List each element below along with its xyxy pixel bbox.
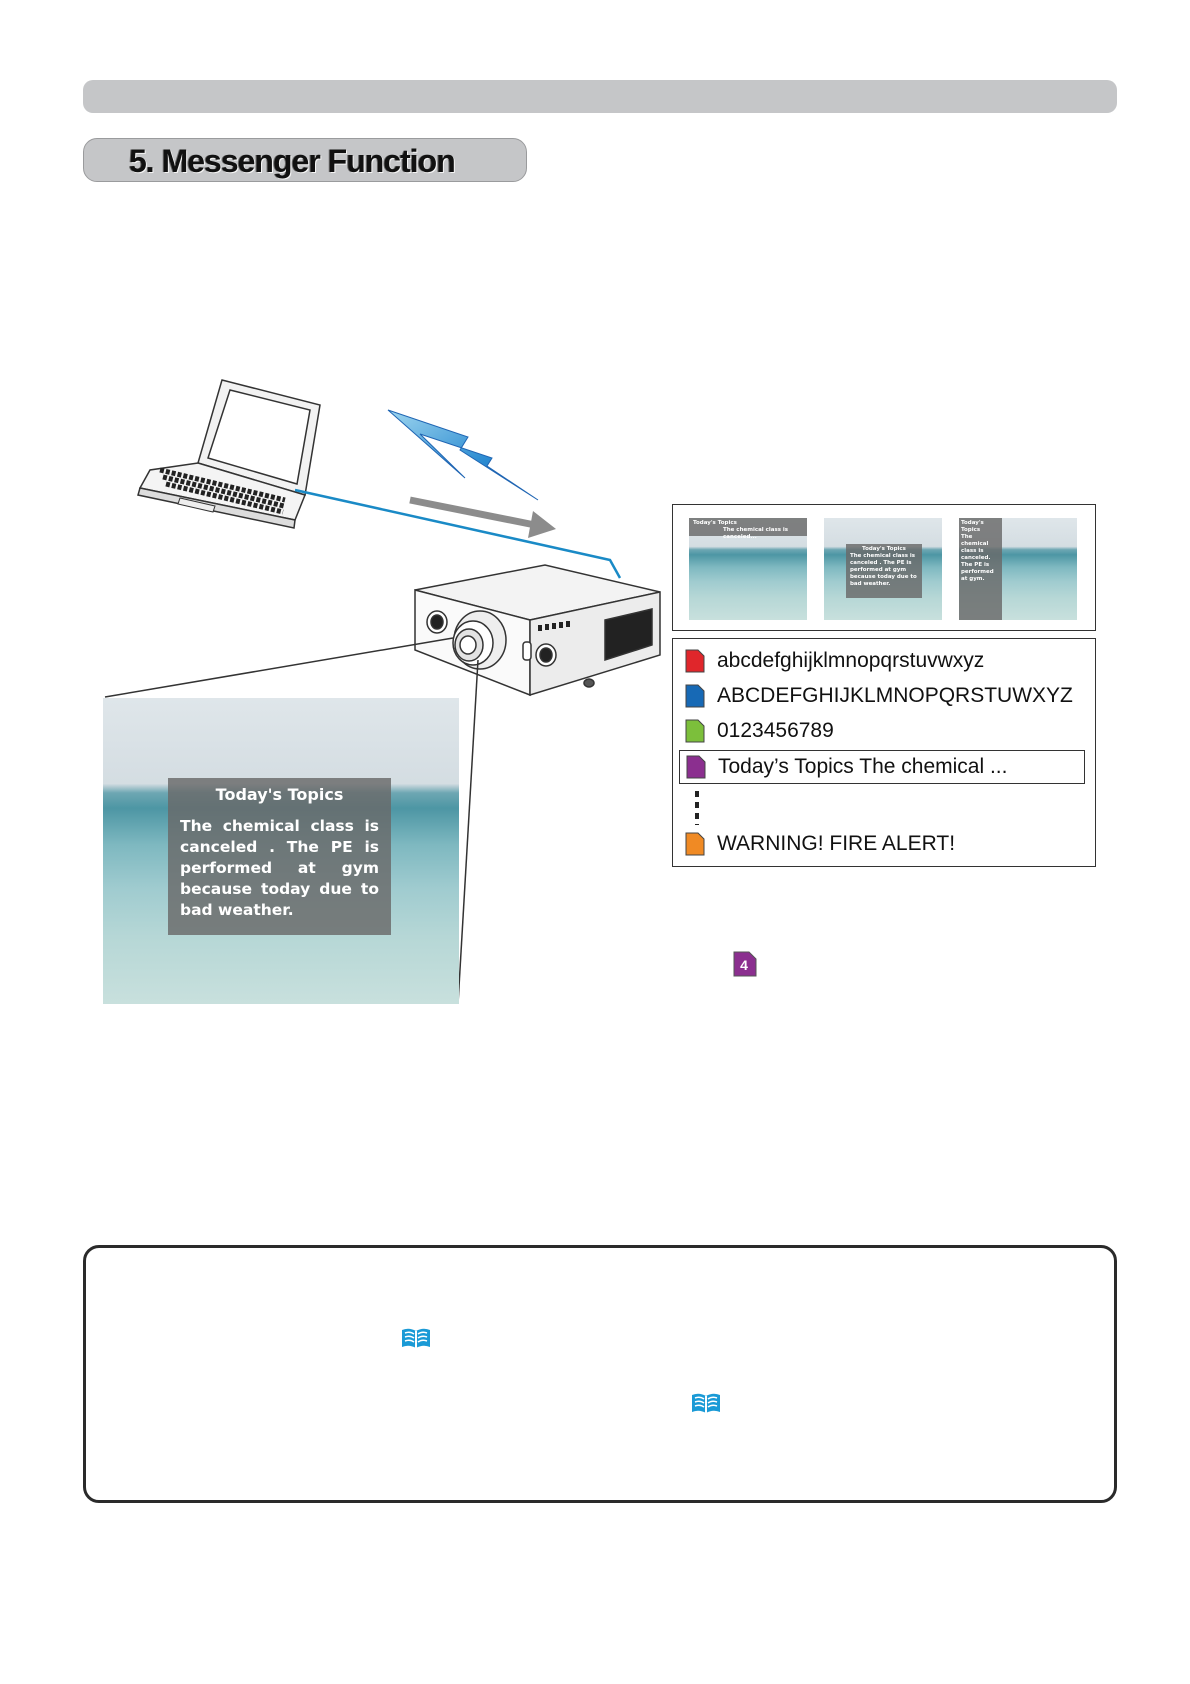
file-icon	[685, 832, 705, 856]
list-item[interactable]: WARNING! FIRE ALERT!	[685, 830, 955, 858]
book-icon[interactable]	[690, 1392, 722, 1414]
list-item-selected[interactable]: Today’s Topics The chemical ...	[679, 750, 1085, 784]
arrow-icon	[409, 496, 556, 538]
thumbnail-overlay: Today's Topics The chemical class is can…	[846, 544, 922, 598]
message-overlay: Today's Topics The chemical class is can…	[168, 778, 391, 935]
message-number-icon: 4	[733, 951, 757, 977]
thumbnail-title: Today's Topics	[862, 546, 906, 552]
lightning-icon	[387, 409, 539, 501]
list-item[interactable]: abcdefghijklmnopqrstuvwxyz	[685, 647, 984, 675]
note-box	[83, 1245, 1117, 1503]
layout-thumbnails: Today's Topics The chemical class is can…	[672, 504, 1096, 631]
thumbnail-side-column: Today's Topics The chemical class is can…	[959, 518, 1077, 620]
book-icon[interactable]	[400, 1327, 432, 1349]
thumbnail-overlay: Today's Topics The chemical class is can…	[689, 518, 807, 540]
badge-number: 4	[740, 957, 748, 973]
thumbnail-overlay: Today's Topics The chemical class is can…	[959, 518, 1002, 620]
section-title: 5. Messenger Function	[129, 143, 456, 179]
list-item-label: ABCDEFGHIJKLMNOPQRSTUWXYZ	[717, 684, 1073, 707]
file-icon	[686, 755, 706, 779]
file-icon	[685, 719, 705, 743]
thumbnail-top-banner: Today's Topics The chemical class is can…	[689, 518, 807, 620]
thumbnail-body: The chemical class is canceled...	[723, 527, 789, 540]
thumbnail-title: Today's Topics	[961, 520, 984, 533]
list-item[interactable]: 0123456789	[685, 717, 834, 745]
list-item[interactable]: ABCDEFGHIJKLMNOPQRSTUWXYZ	[685, 682, 1073, 710]
message-body: The chemical class is canceled . The PE …	[180, 817, 379, 919]
list-item-label: abcdefghijklmnopqrstuvwxyz	[717, 649, 985, 672]
list-item-label: WARNING! FIRE ALERT!	[717, 832, 956, 855]
thumbnail-body: The chemical class is canceled . The PE …	[850, 553, 917, 587]
thumbnail-body: The chemical class is canceled. The PE i…	[961, 534, 994, 582]
thumbnail-title: Today's Topics	[693, 520, 737, 526]
message-list: abcdefghijklmnopqrstuvwxyz ABCDEFGHIJKLM…	[672, 638, 1096, 867]
projected-screen: Today's Topics The chemical class is can…	[103, 698, 459, 1004]
ellipsis-vertical-icon	[695, 791, 699, 825]
laptop-icon	[137, 379, 321, 529]
section-heading: 5. Messenger Function	[83, 138, 527, 182]
file-icon	[685, 684, 705, 708]
list-item-label: 0123456789	[717, 719, 834, 742]
network-cable	[294, 488, 622, 579]
thumbnail-center-box: Today's Topics The chemical class is can…	[824, 518, 942, 620]
list-item-label: Today’s Topics The chemical ...	[718, 755, 1008, 778]
top-header-bar	[83, 80, 1117, 113]
file-icon	[685, 649, 705, 673]
projector-icon	[414, 564, 661, 697]
message-title: Today's Topics	[215, 785, 344, 804]
